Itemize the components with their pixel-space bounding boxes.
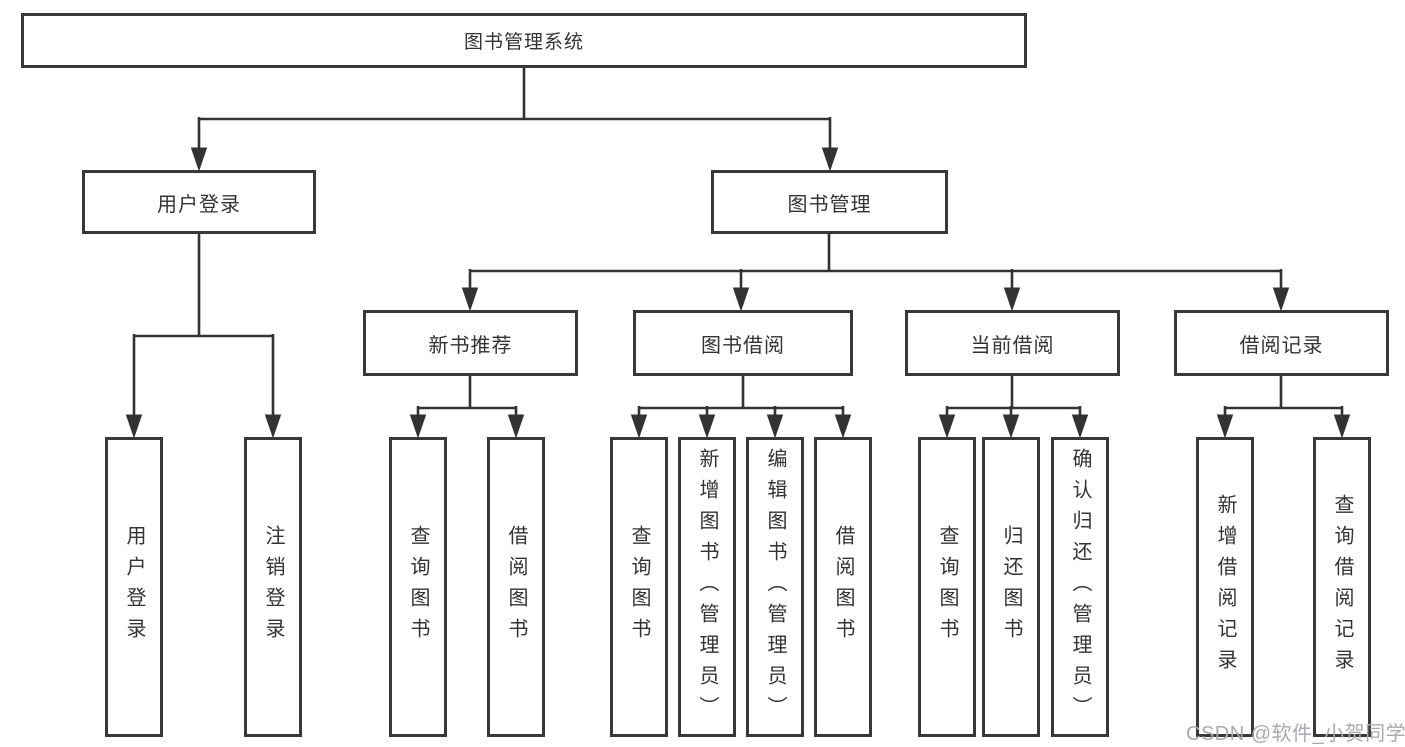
arrow-down-icon bbox=[409, 414, 427, 439]
connector-book-management-branch bbox=[461, 234, 1290, 312]
node-label: 新增图书（管理员） bbox=[696, 447, 718, 727]
leaf-borrow-books-borrowing: 借阅图书 bbox=[814, 437, 872, 737]
wire bbox=[1223, 376, 1344, 419]
node-label: 查询图书 bbox=[407, 525, 429, 649]
node-root-library-system: 图书管理系统 bbox=[21, 13, 1027, 68]
arrow-down-icon bbox=[1002, 414, 1020, 439]
node-current-borrowing: 当前借阅 bbox=[905, 310, 1120, 376]
leaf-query-books-borrowing: 查询图书 bbox=[610, 437, 668, 737]
arrow-down-icon bbox=[698, 414, 716, 439]
arrow-down-icon bbox=[1333, 414, 1351, 439]
arrow-down-icon bbox=[461, 287, 479, 312]
node-label: 借阅图书 bbox=[505, 525, 527, 649]
arrow-down-icon bbox=[834, 414, 852, 439]
arrow-down-icon bbox=[1272, 287, 1290, 312]
arrow-down-icon bbox=[190, 147, 208, 172]
wire bbox=[416, 376, 518, 419]
node-label: 编辑图书（管理员） bbox=[764, 447, 786, 727]
arrow-down-icon bbox=[630, 414, 648, 439]
arrow-down-icon bbox=[938, 414, 956, 439]
connector-book-borrowing-branch bbox=[630, 376, 852, 439]
node-label: 用户登录 bbox=[123, 525, 145, 649]
arrow-down-icon bbox=[1003, 287, 1021, 312]
leaf-confirm-return-admin: 确认归还（管理员） bbox=[1051, 437, 1109, 737]
arrow-down-icon bbox=[125, 414, 143, 439]
node-label: 图书管理 bbox=[787, 193, 872, 216]
node-new-book-recommendation: 新书推荐 bbox=[363, 310, 578, 376]
node-label: 新增借阅记录 bbox=[1214, 494, 1236, 680]
connector-new-book-branch bbox=[409, 376, 525, 439]
wire bbox=[637, 376, 845, 419]
node-label: 查询图书 bbox=[936, 525, 958, 649]
arrow-down-icon bbox=[821, 147, 839, 172]
leaf-query-borrowing-record: 查询借阅记录 bbox=[1313, 437, 1371, 737]
leaf-query-books-recommend: 查询图书 bbox=[389, 437, 447, 737]
node-label: 图书管理系统 bbox=[463, 32, 584, 53]
wire bbox=[468, 234, 1283, 292]
node-user-login: 用户登录 bbox=[82, 170, 316, 234]
node-label: 当前借阅 bbox=[970, 334, 1055, 357]
wire bbox=[197, 68, 832, 152]
node-book-borrowing: 图书借阅 bbox=[633, 310, 853, 376]
arrow-down-icon bbox=[1216, 414, 1234, 439]
arrow-down-icon bbox=[264, 414, 282, 439]
node-label: 确认归还（管理员） bbox=[1069, 447, 1091, 727]
node-label: 归还图书 bbox=[1000, 525, 1022, 649]
node-label: 借阅图书 bbox=[832, 525, 854, 649]
connector-root-to-level2 bbox=[190, 68, 839, 172]
leaf-add-book-admin: 新增图书（管理员） bbox=[678, 437, 736, 737]
connector-current-borrowing-branch bbox=[938, 376, 1089, 439]
wire bbox=[132, 234, 275, 419]
wire bbox=[945, 376, 1082, 419]
connector-borrowing-records-branch bbox=[1216, 376, 1351, 439]
leaf-edit-book-admin: 编辑图书（管理员） bbox=[746, 437, 804, 737]
leaf-add-borrowing-record: 新增借阅记录 bbox=[1196, 437, 1254, 737]
arrow-down-icon bbox=[1071, 414, 1089, 439]
node-label: 借阅记录 bbox=[1239, 334, 1324, 357]
csdn-watermark: CSDN @软件_小贺同学 bbox=[1186, 723, 1405, 745]
arrow-down-icon bbox=[732, 287, 750, 312]
node-label: 新书推荐 bbox=[428, 334, 513, 357]
node-label: 查询借阅记录 bbox=[1331, 494, 1353, 680]
connector-user-login-branch bbox=[125, 234, 282, 439]
leaf-borrow-books-recommend: 借阅图书 bbox=[487, 437, 545, 737]
arrow-down-icon bbox=[766, 414, 784, 439]
node-label: 图书借阅 bbox=[701, 334, 785, 357]
node-label: 注销登录 bbox=[262, 525, 284, 649]
leaf-user-login: 用户登录 bbox=[105, 437, 163, 737]
node-label: 查询图书 bbox=[628, 525, 650, 649]
leaf-query-books-current: 查询图书 bbox=[918, 437, 976, 737]
node-label: 用户登录 bbox=[157, 193, 241, 216]
leaf-logout: 注销登录 bbox=[244, 437, 302, 737]
node-borrowing-records: 借阅记录 bbox=[1174, 310, 1389, 376]
arrow-down-icon bbox=[507, 414, 525, 439]
node-book-management: 图书管理 bbox=[711, 170, 948, 234]
leaf-return-books: 归还图书 bbox=[982, 437, 1040, 737]
